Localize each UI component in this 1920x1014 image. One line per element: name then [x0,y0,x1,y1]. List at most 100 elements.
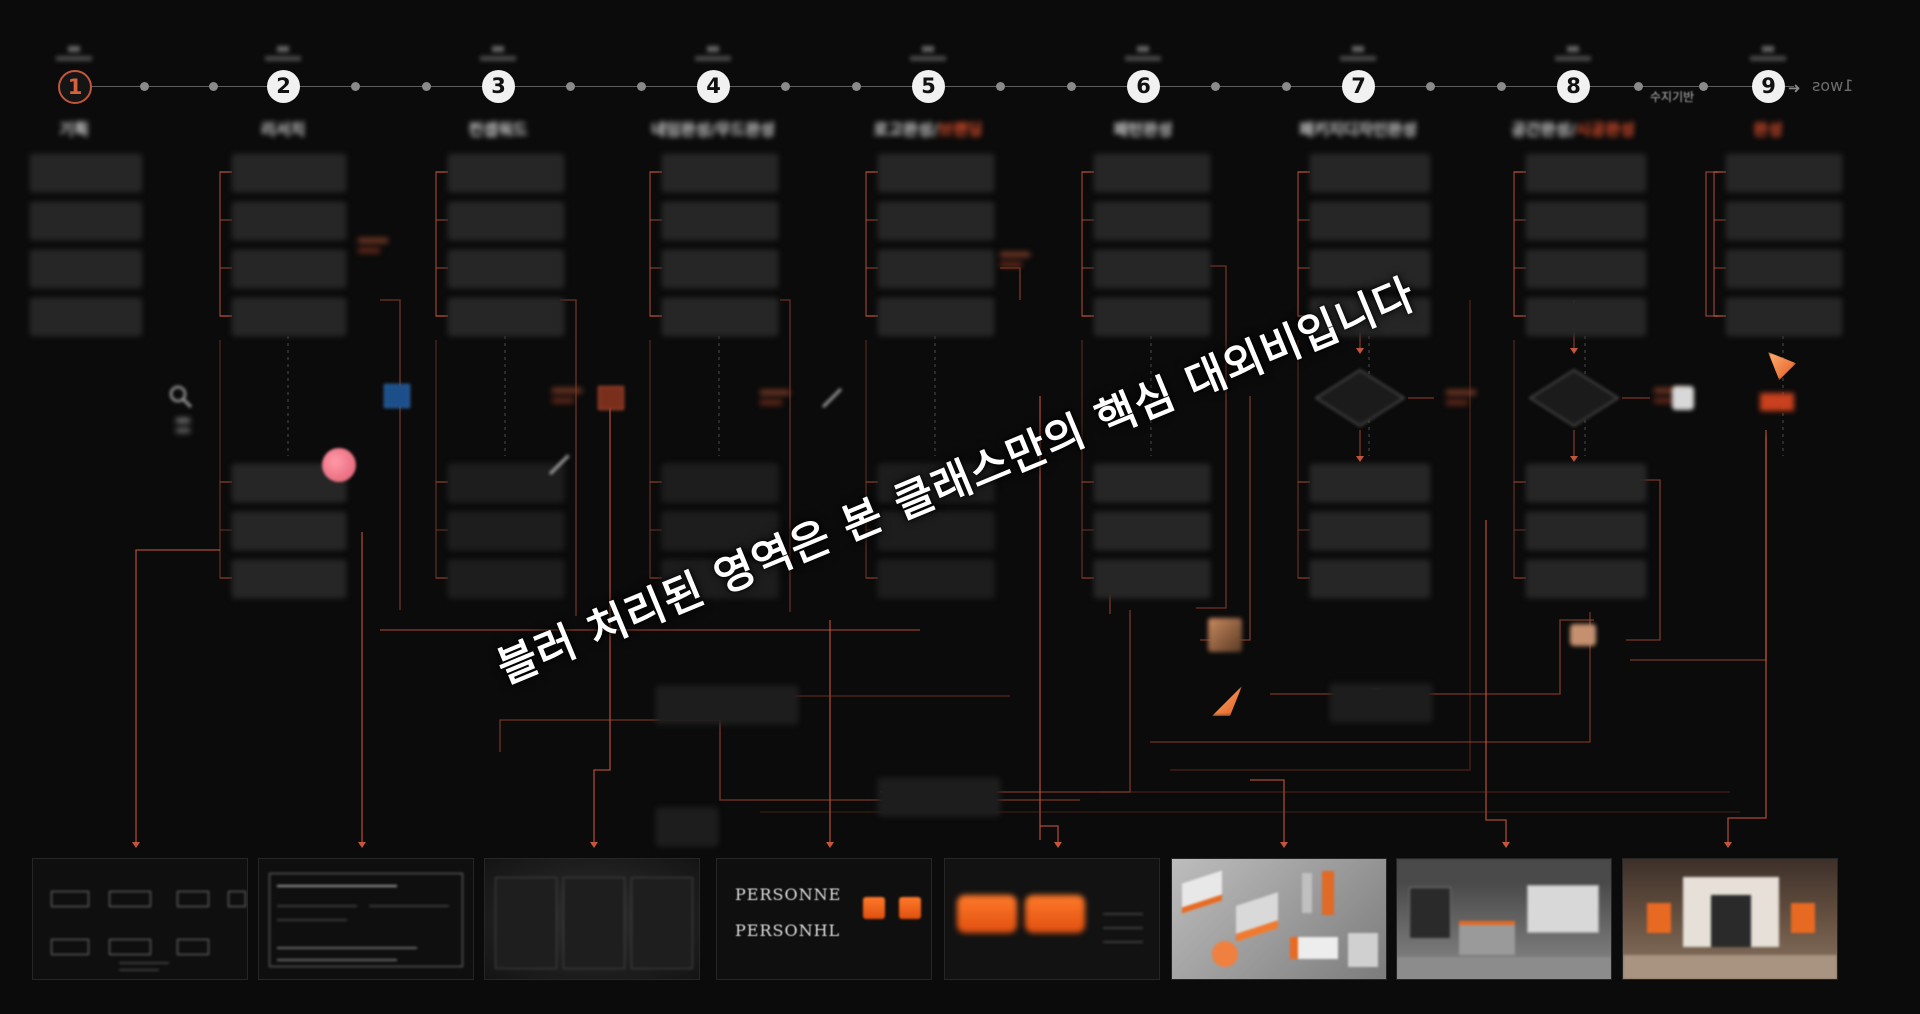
timeline-dot [1067,82,1077,91]
step-6-label: 패턴완성 [1068,116,1218,140]
naming-word-2: PERSONHL [735,921,841,940]
connector-line [1297,171,1310,317]
process-box [1726,202,1842,240]
step-9-label: 완성 [1693,116,1843,140]
step-8-label-text: 공간완성/ [1511,120,1576,139]
step-5-label: 로고완성/브랜딩 [853,116,1003,140]
process-box [232,202,346,240]
connector-arrow [1502,842,1510,848]
merge-box [1330,684,1432,722]
connector-arrow [1280,842,1288,848]
naming-word-1: PERSONNE [735,885,842,904]
process-box [448,202,564,240]
connector-arrow [358,842,366,848]
decision-diamond-2 [1528,369,1620,427]
connector-arrow [1054,842,1062,848]
process-box [1094,464,1210,502]
brush-icon [821,387,843,409]
process-box [662,250,778,288]
side-note [760,390,800,414]
step-3-label: 컨셉워드 [423,116,573,140]
process-box [1310,512,1430,550]
decision-diamond [1314,369,1406,427]
process-box [232,154,346,192]
step-8-label: 공간완성/시공완성 [1498,116,1648,140]
step-6-tag [1113,46,1173,68]
process-box [1310,298,1430,336]
timeline-dot [1634,82,1643,91]
thumbnail-flowchart-sheet [32,858,248,980]
side-note [358,238,398,262]
connector-arrow [826,842,834,848]
process-box [448,298,564,336]
process-box [1094,250,1210,288]
process-box [878,202,994,240]
complete-badge [1760,393,1794,411]
process-box [1310,202,1430,240]
process-box [232,512,346,550]
connector-line [1513,481,1526,579]
connector-line [1713,171,1726,317]
step-2-tag [253,46,313,68]
package-icon [1208,618,1242,652]
process-box [1310,464,1430,502]
process-box [1526,250,1646,288]
step-9-tag [1738,46,1798,68]
connector-line [1513,171,1526,317]
step-7-tag [1328,46,1388,68]
connector-line [435,171,448,317]
process-box [1526,560,1646,598]
step-9-label-highlight: 완성 [1753,120,1783,139]
connector-line [1630,436,1767,661]
process-box [1094,154,1210,192]
step-3-tag [468,46,528,68]
timeline-end-label: 1wos [1812,76,1854,95]
step-5-label-text: 로고완성/ [873,120,939,139]
process-box [878,250,994,288]
process-box [232,250,346,288]
connector-line [1081,481,1094,579]
step-9-number: 9 [1752,70,1785,103]
timeline-dot [852,82,862,91]
process-box [1526,512,1646,550]
connector-line [1400,619,1594,695]
hand-icon [1570,624,1596,646]
connector-line [1485,520,1507,844]
process-box [878,512,994,550]
timeline-dot [1282,82,1292,91]
timeline-dot [780,82,790,91]
process-box [1526,154,1646,192]
process-box [1094,560,1210,598]
print-icon [1672,386,1694,410]
process-box [1310,560,1430,598]
step-3-number: 3 [482,70,515,103]
search-note [176,418,190,446]
process-box [448,154,564,192]
connector-line [380,299,401,610]
connector-arrow [1570,456,1578,462]
connector-line [1727,430,1767,844]
connector-arrow [1356,348,1364,354]
step-8-label-highlight: 시공완성 [1575,120,1635,139]
process-box [1094,512,1210,550]
timeline-dot [1497,82,1507,91]
timeline-dot [565,82,575,91]
connector-line [219,171,232,317]
connector-line [1250,779,1285,844]
timeline-arrow-icon: ➜ [1788,79,1801,97]
process-box [448,512,564,550]
connector-line [1297,481,1310,579]
process-box [878,154,994,192]
process-box [1310,250,1430,288]
process-box [878,298,994,336]
connector-line [649,171,662,317]
step-6-number: 6 [1127,70,1160,103]
step-5-tag [898,46,958,68]
step-8-number: 8 [1557,70,1590,103]
thumbnail-logo-board [944,858,1160,980]
process-box [1726,250,1842,288]
step-5-number: 5 [912,70,945,103]
connector-line [219,481,232,579]
process-box [662,154,778,192]
connector-arrow [1356,456,1364,462]
